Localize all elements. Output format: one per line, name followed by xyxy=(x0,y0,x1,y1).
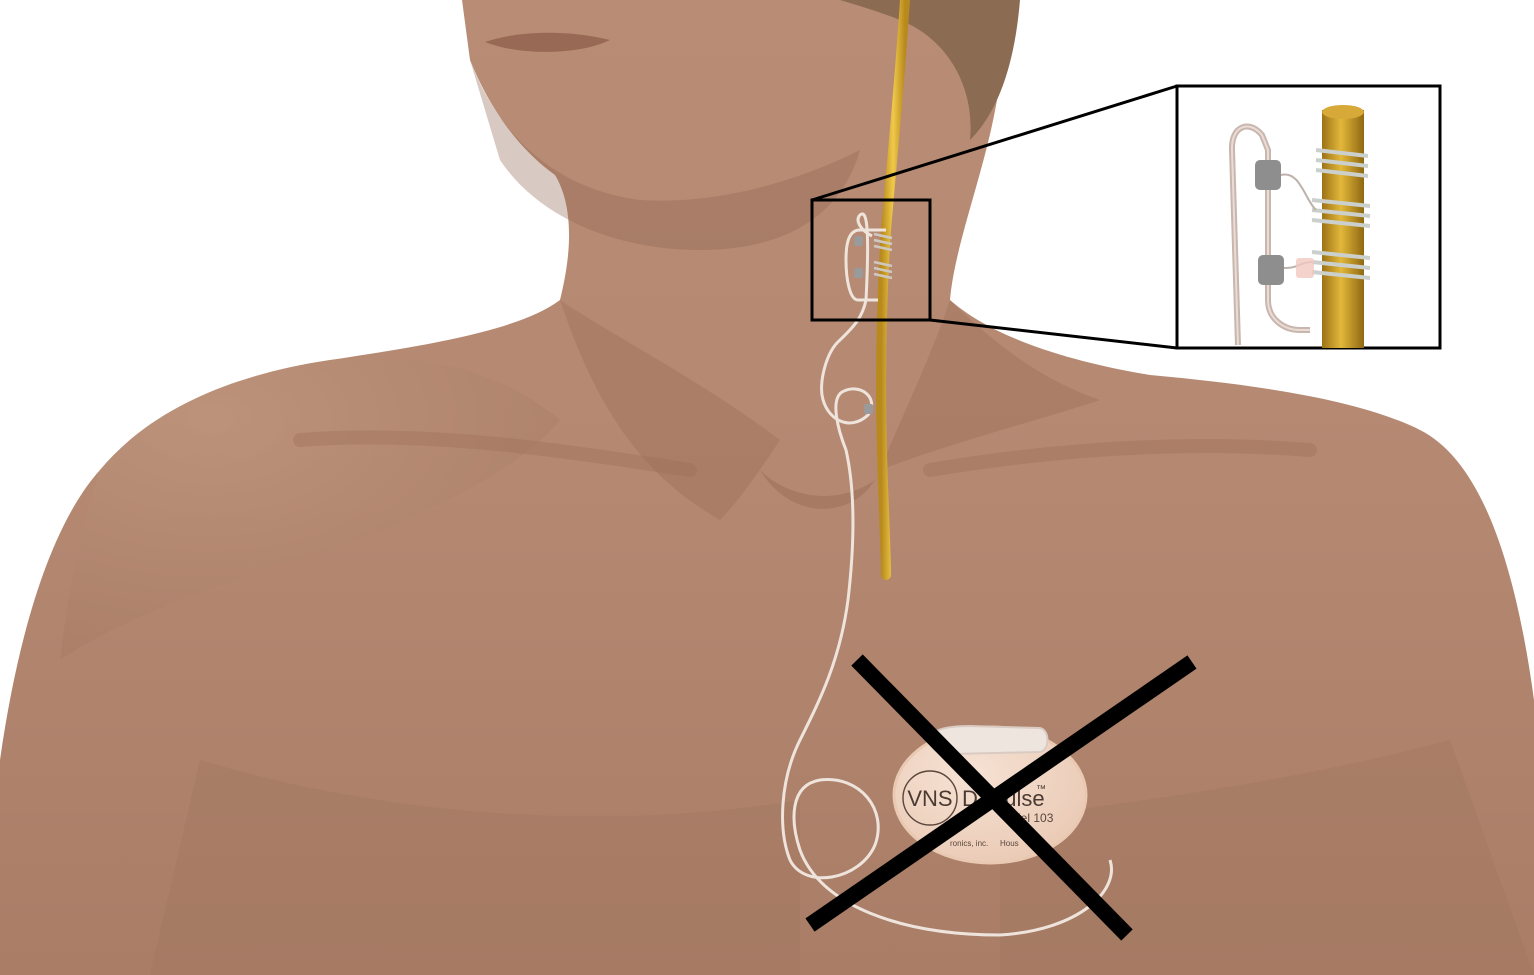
lead-anchor-1 xyxy=(854,236,863,246)
inset-nerve-top xyxy=(1322,105,1364,119)
inset-anchor-tether xyxy=(1296,258,1314,278)
device-trademark: ™ xyxy=(1036,784,1046,795)
lead-anchor-2 xyxy=(854,268,863,278)
device-brand-badge: VNS xyxy=(907,786,952,811)
inset-nerve xyxy=(1322,110,1364,348)
device-city-label: Hous xyxy=(1000,839,1019,848)
callout-inset-frame xyxy=(1177,86,1440,348)
inset-anchor-upper xyxy=(1255,160,1281,190)
inset-anchor-lower xyxy=(1258,255,1284,285)
lead-anchor-3 xyxy=(864,404,873,414)
device-maker-label: ronics, inc. xyxy=(950,839,988,848)
